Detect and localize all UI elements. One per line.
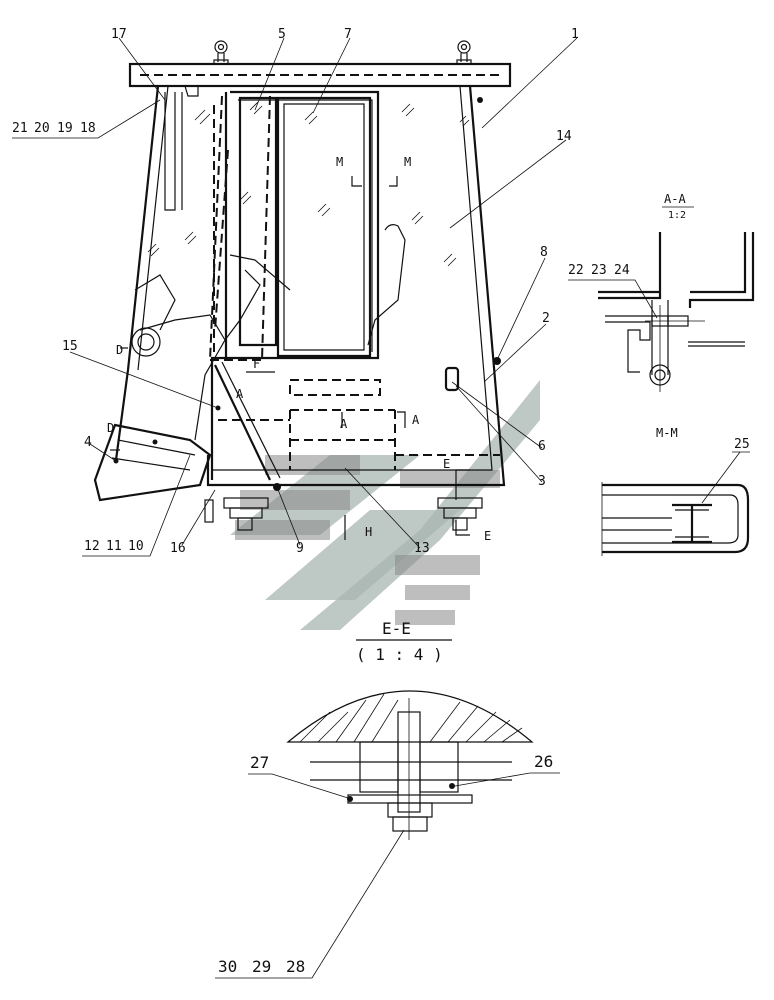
- marker-d-2: D: [107, 421, 114, 435]
- callout-8: 8: [540, 245, 548, 260]
- callout-11: 11: [106, 539, 122, 554]
- callout-1: 1: [571, 27, 579, 42]
- callout-6: 3: [538, 474, 546, 489]
- callout-28: 28: [286, 957, 305, 976]
- section-ee-title: E-E: [382, 619, 411, 638]
- marker-e-1: E: [443, 457, 450, 471]
- section-aa-title: A-A: [664, 192, 686, 206]
- marker-d-1: D: [116, 343, 123, 357]
- callout-14: 16: [170, 541, 186, 556]
- marker-f: F: [253, 357, 260, 371]
- marker-a-1: A: [236, 387, 244, 401]
- section-ee-scale: ( 1 : 4 ): [356, 645, 443, 664]
- cab-elevation: [93, 40, 512, 540]
- callout-13: 14: [556, 129, 572, 144]
- section-ee: E-E ( 1 : 4 ) 27 26 30 29 28: [215, 619, 560, 979]
- callout-30: 30: [218, 957, 237, 976]
- watermark-logo: [230, 380, 540, 630]
- callout-23: 23: [591, 263, 607, 278]
- callout-26: 26: [534, 752, 553, 771]
- callout-18: 18: [80, 121, 96, 136]
- marker-m-2: M: [404, 155, 411, 169]
- mount-right: [437, 497, 483, 531]
- callout-21: 21: [12, 121, 28, 136]
- section-mm-title: M-M: [656, 426, 678, 440]
- callout-19: 19: [57, 121, 73, 136]
- roof-panel: [128, 62, 512, 88]
- main-callouts: 17 5 7 1 14 8 2 6 3 15 4 16 9 13 21 20 1…: [12, 27, 579, 557]
- callout-24: 24: [614, 263, 630, 278]
- lifting-eye-left: [213, 40, 229, 65]
- callout-4: 4: [84, 435, 92, 450]
- marker-a-3: A: [412, 413, 420, 427]
- section-aa: A-A 1:2 22 23 24: [568, 192, 755, 392]
- lifting-eye-right: [456, 40, 472, 65]
- callout-29: 29: [252, 957, 271, 976]
- callout-20: 20: [34, 121, 50, 136]
- callout-17: 17: [111, 27, 127, 42]
- callout-7: 7: [344, 27, 352, 42]
- callout-10: 10: [128, 539, 144, 554]
- marker-e-2: E: [484, 529, 491, 543]
- callout-12: 12: [84, 539, 100, 554]
- mount-left: [223, 497, 269, 531]
- marker-m-1: M: [336, 155, 343, 169]
- callout-5: 6: [538, 439, 546, 454]
- section-mm: M-M 25: [601, 426, 750, 556]
- callout-15: 15: [62, 339, 78, 354]
- step-panel: [93, 423, 212, 502]
- callout-22: 22: [568, 263, 584, 278]
- marker-h: H: [365, 525, 372, 539]
- marker-a-2: A: [340, 417, 348, 431]
- callout-25: 25: [734, 437, 750, 452]
- callout-27: 27: [250, 753, 269, 772]
- callout-9: 9: [296, 541, 304, 556]
- callout-16: 13: [414, 541, 430, 556]
- callout-2: 2: [542, 311, 550, 326]
- callout-3: 5: [278, 27, 286, 42]
- section-aa-scale: 1:2: [668, 210, 686, 221]
